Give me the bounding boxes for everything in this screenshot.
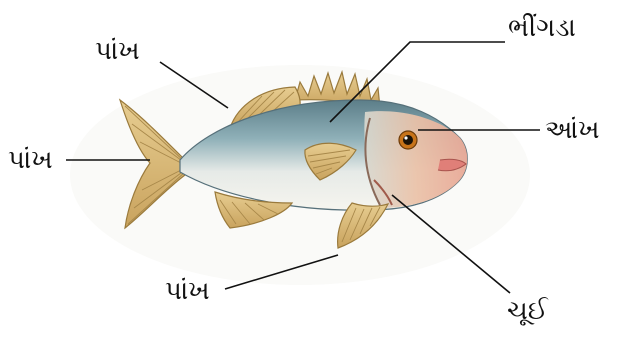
label-scales: ભીંગડા <box>508 15 576 41</box>
label-fin-bottom: પાંખ <box>165 278 210 304</box>
label-eye: આંખ <box>545 117 599 143</box>
label-fin-top: પાંખ <box>95 38 140 64</box>
label-fin-tail: પાંખ <box>8 147 53 173</box>
eye-icon <box>399 131 417 149</box>
label-gill: ચૂઈ <box>507 298 548 324</box>
